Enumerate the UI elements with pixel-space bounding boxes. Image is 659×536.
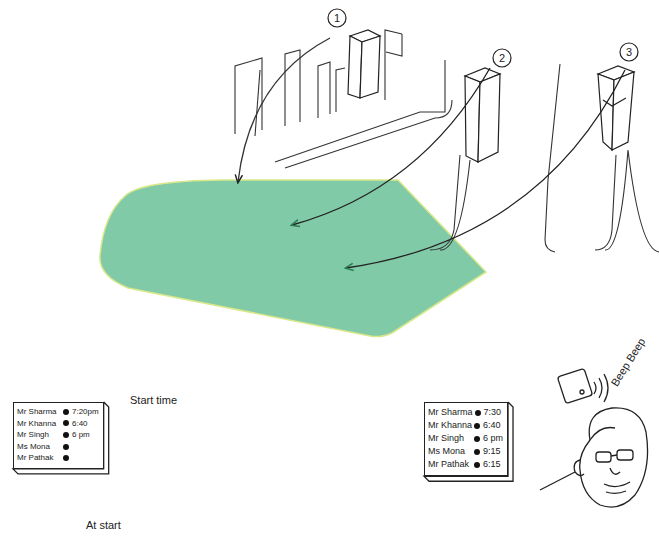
person-name: Mr Pathak bbox=[17, 452, 61, 464]
wall-panels bbox=[235, 30, 402, 136]
start-time: 7:30 bbox=[484, 406, 502, 419]
person-name: Mr Singh bbox=[428, 432, 472, 445]
status-dot bbox=[474, 449, 480, 455]
start-time: 6:15 bbox=[483, 458, 501, 471]
person-name: Mr Khanna bbox=[428, 419, 472, 432]
note-label: At start bbox=[86, 519, 121, 531]
person-name: Mr Sharma bbox=[17, 406, 61, 418]
kiosk-1 bbox=[348, 30, 380, 98]
schedule-row: Mr Singh 6 pm bbox=[17, 429, 99, 441]
note-label: Start time bbox=[130, 394, 177, 406]
status-dot bbox=[63, 432, 69, 438]
status-dot bbox=[474, 423, 480, 429]
board-side bbox=[424, 402, 513, 481]
note-label: Beep Beep bbox=[608, 336, 647, 389]
kiosk-2 bbox=[465, 68, 500, 162]
schedule-row: Mr Khanna 6:40 bbox=[17, 418, 99, 430]
callout-number: 1 bbox=[334, 12, 340, 24]
schedule-board: Mr Sharma 7:20pm Mr Khanna 6:40 Mr Singh 6 pm… bbox=[13, 402, 104, 469]
target-area bbox=[100, 180, 486, 337]
status-dot bbox=[475, 410, 481, 416]
person-name: Mr Pathak bbox=[428, 458, 472, 471]
schedule-row: Mr Pathak bbox=[17, 452, 99, 464]
status-dot bbox=[63, 455, 69, 461]
status-dot bbox=[63, 409, 69, 415]
board-sides bbox=[13, 402, 513, 481]
beeper-device bbox=[557, 368, 608, 403]
man-face bbox=[540, 408, 648, 507]
start-time: 6:40 bbox=[483, 419, 501, 432]
move-arrows bbox=[238, 38, 625, 268]
ground-lines bbox=[275, 60, 659, 252]
schedule-row: Mr Sharma 7:20pm bbox=[17, 406, 99, 418]
person-name: Ms Mona bbox=[17, 441, 61, 453]
start-time: 9:15 bbox=[483, 445, 501, 458]
callout-number: 2 bbox=[499, 52, 505, 64]
status-dot bbox=[63, 420, 69, 426]
callout-circles bbox=[328, 9, 638, 67]
start-time: 6:40 bbox=[72, 418, 88, 430]
schedule-row: Mr Pathak 6:15 bbox=[428, 458, 503, 471]
schedule-row: Mr Sharma 7:30 bbox=[428, 406, 503, 419]
status-dot bbox=[474, 436, 480, 442]
start-time: 6 pm bbox=[483, 432, 503, 445]
schedule-row: Mr Singh 6 pm bbox=[428, 432, 503, 445]
status-dot bbox=[474, 462, 480, 468]
status-dot bbox=[63, 444, 69, 450]
start-time: 7:20pm bbox=[72, 406, 99, 418]
start-time: 6 pm bbox=[72, 429, 90, 441]
person-name: Ms Mona bbox=[428, 445, 472, 458]
schedule-row: Ms Mona 9:15 bbox=[428, 445, 503, 458]
person-name: Mr Singh bbox=[17, 429, 61, 441]
callout-number: 3 bbox=[626, 46, 632, 58]
person-name: Mr Sharma bbox=[428, 406, 473, 419]
schedule-row: Ms Mona bbox=[17, 441, 99, 453]
board-side bbox=[13, 402, 109, 474]
schedule-row: Mr Khanna 6:40 bbox=[428, 419, 503, 432]
person-name: Mr Khanna bbox=[17, 418, 61, 430]
schedule-board: Mr Sharma7:30Mr Khanna6:40Mr Singh6 pmMs… bbox=[424, 402, 508, 476]
